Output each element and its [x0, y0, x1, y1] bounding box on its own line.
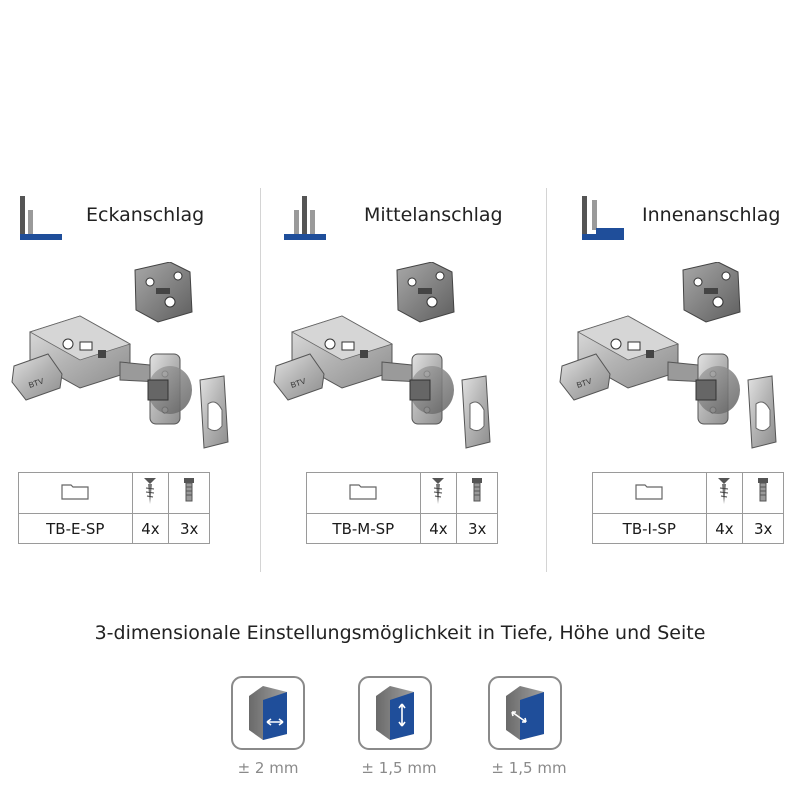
spec-table: TB-E-SP 4x 3x	[18, 472, 210, 544]
height-adjustment-icon	[358, 676, 432, 750]
folder-icon	[349, 484, 377, 500]
spec-table: TB-M-SP 4x 3x	[306, 472, 498, 544]
depth-adjustment-icon	[231, 676, 305, 750]
hinge-parts-image	[559, 262, 777, 449]
height-tolerance: ± 1,5 mm	[361, 759, 437, 777]
hinge-parts-image	[11, 262, 229, 449]
bolt-count: 3x	[742, 513, 784, 544]
column-title: Eckanschlag	[86, 204, 205, 226]
article-number: TB-E-SP	[18, 513, 133, 544]
column-mittelanschlag: Mittelanschlag TB-M-SP 4x 3x	[262, 190, 522, 570]
folder-icon	[635, 484, 663, 500]
column-divider	[546, 188, 547, 572]
wood-screw-icon	[144, 478, 157, 504]
bolt-count: 3x	[168, 513, 210, 544]
depth-tolerance: ± 2 mm	[237, 759, 299, 777]
corner-mount-icon	[20, 196, 62, 240]
column-divider	[260, 188, 261, 572]
screw-count: 4x	[705, 513, 744, 544]
article-number: TB-I-SP	[592, 513, 707, 544]
side-adjustment-icon	[488, 676, 562, 750]
euro-screw-icon	[184, 478, 195, 502]
column-eckanschlag: Eckanschlag TB-E-SP 4x 3x	[0, 190, 260, 570]
bolt-count: 3x	[456, 513, 498, 544]
side-tolerance: ± 1,5 mm	[491, 759, 567, 777]
column-innenanschlag: Innenanschlag TB-I-SP 4x 3x	[548, 190, 800, 570]
hinge-parts-image	[273, 262, 491, 449]
euro-screw-icon	[472, 478, 483, 502]
screw-count: 4x	[419, 513, 458, 544]
column-title: Innenanschlag	[642, 204, 781, 226]
screw-count: 4x	[131, 513, 170, 544]
euro-screw-icon	[758, 478, 769, 502]
folder-icon	[61, 484, 89, 500]
article-number: TB-M-SP	[306, 513, 421, 544]
middle-mount-icon	[284, 196, 326, 240]
wood-screw-icon	[718, 478, 731, 504]
column-title: Mittelanschlag	[364, 204, 503, 226]
adjustment-caption: 3-dimensionale Einstellungsmöglichkeit i…	[94, 622, 706, 644]
spec-table: TB-I-SP 4x 3x	[592, 472, 784, 544]
wood-screw-icon	[432, 478, 445, 504]
folder-icon-cell	[18, 472, 133, 514]
inset-mount-icon	[582, 196, 624, 240]
